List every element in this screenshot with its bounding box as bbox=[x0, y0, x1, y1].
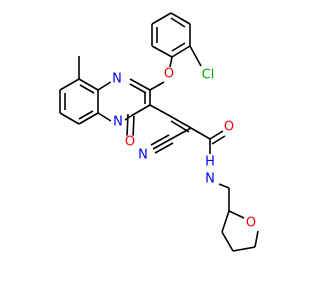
c-cl-bond bbox=[189, 45, 202, 67]
vinyl-double-a bbox=[169, 115, 192, 129]
thf-ring bbox=[221, 210, 259, 252]
aryl-o-bond bbox=[169, 56, 173, 68]
keto-bond-b bbox=[132, 115, 135, 137]
atom-labels: Cl O N N O N O N H O bbox=[110, 66, 258, 231]
c-cn-bond bbox=[170, 127, 192, 140]
bridgehead-nitrogen-label: N bbox=[113, 115, 123, 130]
nitrile-c bbox=[154, 142, 174, 154]
structure-canvas: Cl O N N O N O N H O bbox=[59, 12, 259, 252]
chlorophenyl-ring bbox=[151, 12, 191, 58]
nitrile-a bbox=[152, 138, 172, 150]
c-amide-bond bbox=[190, 127, 211, 140]
o-c2-bond bbox=[149, 81, 165, 91]
thf-oxygen-label: O bbox=[246, 216, 256, 231]
molecule-drawing: Cl O N N O N O N H O bbox=[59, 12, 259, 252]
chlorine-label: Cl bbox=[202, 68, 215, 83]
c3-vinyl-bond bbox=[149, 104, 171, 117]
nitrile-b bbox=[150, 134, 170, 146]
keto-oxygen-label: O bbox=[125, 135, 135, 150]
amide-co-a bbox=[209, 130, 224, 140]
amide-nitrogen-label: N bbox=[205, 172, 215, 187]
pyridine-ring bbox=[59, 78, 99, 125]
ether-oxygen-label: O bbox=[164, 67, 174, 82]
pyrimidinone-ring bbox=[97, 77, 151, 122]
amide-oxygen-label: O bbox=[224, 120, 234, 135]
pyrimidine-nitrogen-label: N bbox=[112, 72, 122, 87]
amide-hydrogen-label: H bbox=[205, 155, 215, 170]
nitrile-nitrogen-label: N bbox=[138, 148, 148, 163]
n-ch2-bond bbox=[218, 183, 230, 189]
amide-co-b bbox=[211, 135, 226, 145]
keto-bond-a bbox=[126, 113, 129, 137]
